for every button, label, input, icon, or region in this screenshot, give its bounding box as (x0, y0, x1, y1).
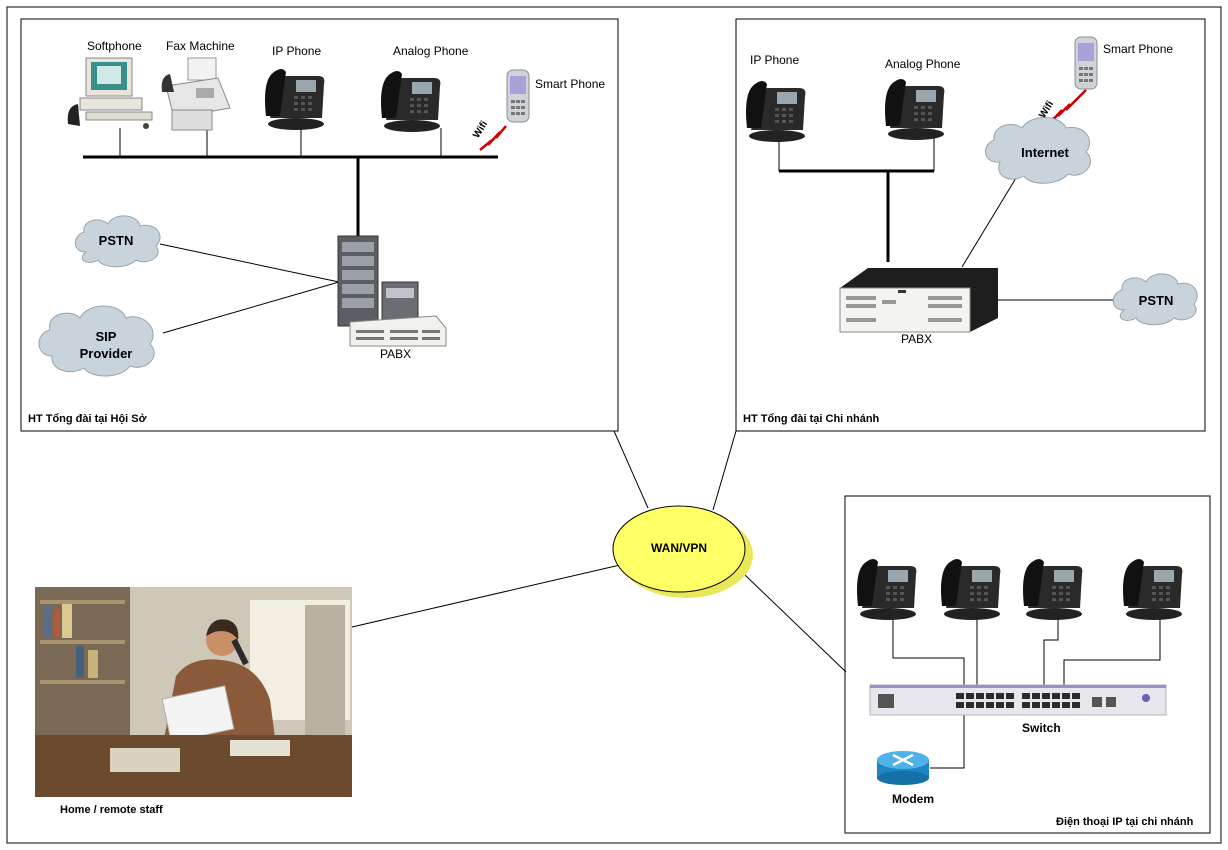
analog-phone-icon (381, 71, 441, 132)
sip-line-2: Provider (79, 346, 133, 361)
wan-links (351, 430, 847, 673)
ip-phone-label: IP Phone (272, 44, 322, 58)
branch-analog-phone-label: Analog Phone (885, 57, 961, 71)
internet-cloud (985, 117, 1091, 184)
pstn-label-branch: PSTN (1138, 293, 1174, 308)
pstn-label-head: PSTN (98, 233, 134, 248)
pabx-label-branch: PABX (901, 332, 933, 346)
modem-icon (877, 751, 929, 785)
switch-label: Switch (1022, 721, 1061, 735)
branch-analog-phone-icon (885, 79, 945, 140)
modem-label: Modem (892, 792, 934, 806)
wifi-link-head (479, 125, 507, 151)
branch-pabx-icon (839, 268, 998, 333)
branch-pbx-panel (735, 18, 1206, 432)
branch-smart-phone-label: Smart Phone (1103, 42, 1174, 56)
remote-staff-photo (35, 587, 352, 797)
sip-provider-cloud (38, 305, 155, 377)
wan-vpn-node (612, 505, 753, 598)
softphone-label: Softphone (87, 39, 142, 53)
branch-ip-phone-label: IP Phone (750, 53, 800, 67)
outer-frame (6, 6, 1222, 844)
fax-machine-label: Fax Machine (166, 39, 235, 53)
sip-line-1: SIP (95, 329, 117, 344)
softphone-icon (67, 57, 153, 129)
switch-icon (869, 684, 1167, 716)
branch-ip-caption: Điện thoại IP tại chi nhánh (1056, 816, 1194, 828)
branch-desk-phone-3 (1023, 559, 1083, 620)
smart-phone-icon (506, 69, 530, 123)
branch-pbx-lan (778, 137, 1124, 301)
fax-machine-icon (161, 57, 231, 131)
pstn-cloud-head (74, 215, 161, 268)
branch-ip-panel (844, 495, 1211, 834)
smart-phone-label: Smart Phone (535, 77, 606, 91)
pabx-label-head: PABX (380, 347, 412, 361)
branch-pbx-caption: HT Tổng đài tại Chi nhánh (743, 413, 880, 425)
head-office-caption: HT Tổng đài tại Hội Sở (28, 413, 147, 425)
head-office-panel (20, 18, 619, 432)
branch-smart-phone-icon (1074, 36, 1098, 90)
internet-label: Internet (1021, 145, 1069, 160)
head-office-lan (83, 128, 498, 334)
branch-ip-phone-icon (746, 81, 806, 142)
pstn-cloud-branch (1112, 273, 1198, 326)
branch-desk-phone-4 (1123, 559, 1183, 620)
pabx-rack-icon (337, 235, 447, 347)
branch-desk-phone-2 (941, 559, 1001, 620)
ip-phone-icon (265, 69, 325, 130)
sip-provider-label: SIP Provider (66, 328, 146, 362)
remote-staff-caption: Home / remote staff (60, 804, 163, 816)
branch-ip-wiring (892, 614, 1161, 769)
wan-vpn-label: WAN/VPN (650, 541, 707, 555)
analog-phone-label: Analog Phone (393, 44, 469, 58)
branch-desk-phone-1 (857, 559, 917, 620)
